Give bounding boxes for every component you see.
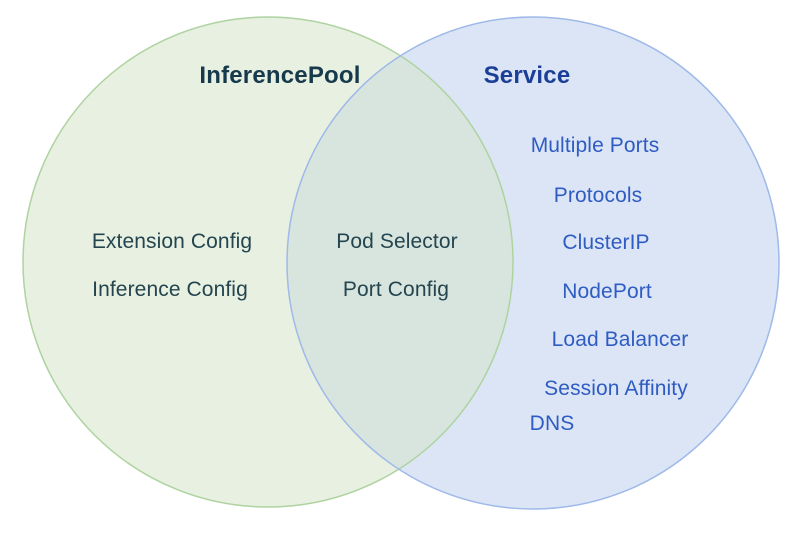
service-title: Service — [483, 62, 571, 89]
service-circle-border — [286, 16, 780, 510]
inferencepool-circle-border — [22, 16, 514, 508]
overlap-region — [287, 17, 513, 507]
venn-item-session-affinity: Session Affinity — [544, 377, 688, 400]
venn-item-nodeport: NodePort — [562, 280, 652, 303]
venn-item-pod-selector: Pod Selector — [336, 230, 458, 253]
overlap-fill — [287, 17, 513, 507]
venn-item-dns: DNS — [529, 412, 575, 435]
venn-item-port-config: Port Config — [342, 278, 450, 301]
venn-item-multiple-ports: Multiple Ports — [530, 134, 660, 157]
venn-item-inference-config: Inference Config — [92, 278, 248, 301]
venn-item-load-balancer: Load Balancer — [551, 328, 689, 351]
venn-item-protocols: Protocols — [553, 184, 643, 207]
venn-item-clusterip: ClusterIP — [562, 231, 650, 254]
venn-item-extension-config: Extension Config — [91, 230, 253, 253]
inferencepool-title: InferencePool — [199, 62, 361, 89]
